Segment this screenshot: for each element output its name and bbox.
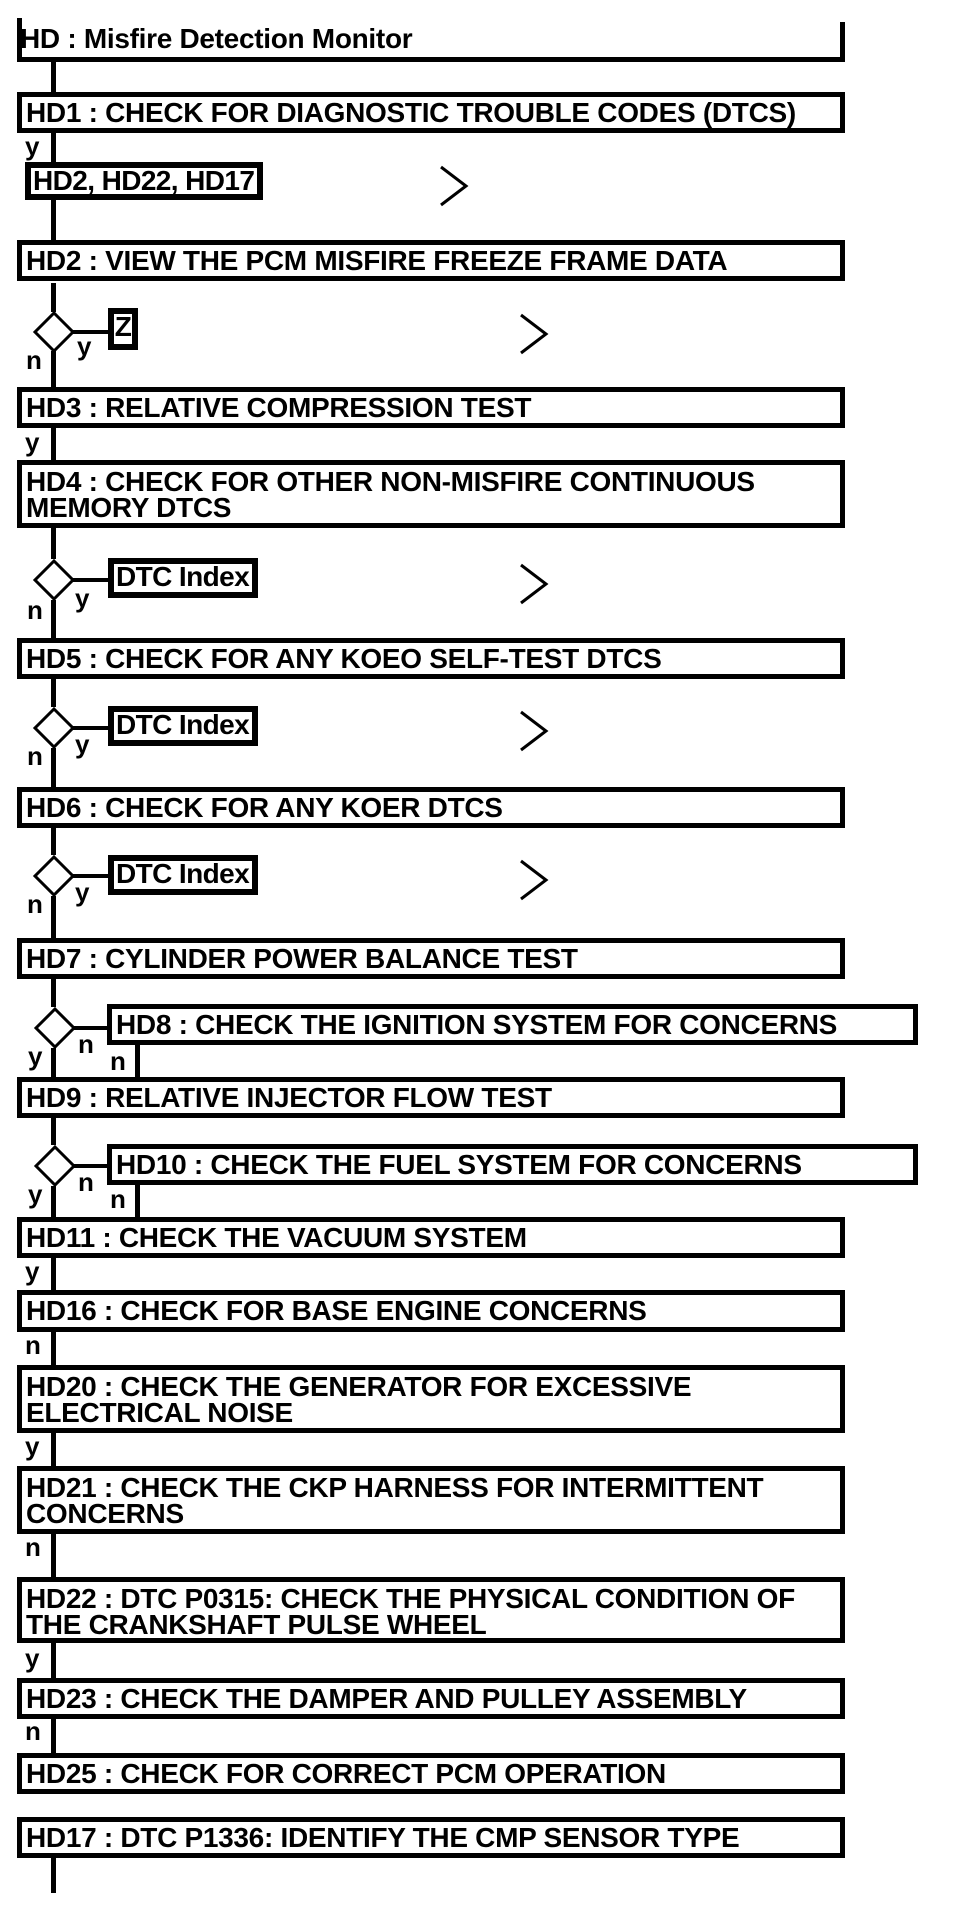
node-hd17[interactable]: HD17 : DTC P1336: IDENTIFY THE CMP SENSO… — [17, 1817, 845, 1858]
node-hd7[interactable]: HD7 : CYLINDER POWER BALANCE TEST — [17, 938, 845, 979]
decision-diamond-icon — [33, 1006, 77, 1050]
node-hd16[interactable]: HD16 : CHECK FOR BASE ENGINE CONCERNS — [17, 1290, 845, 1332]
connector — [51, 828, 56, 855]
continue-chevron-icon[interactable] — [438, 163, 470, 209]
connector — [51, 979, 56, 1007]
connector — [51, 133, 56, 162]
connector — [51, 1433, 56, 1466]
branch-label-y: y — [75, 877, 90, 907]
branch-label-n: n — [27, 741, 43, 771]
connector — [51, 600, 56, 638]
branch-label-n: n — [26, 345, 42, 375]
branch-label-n: n — [25, 1716, 41, 1746]
branch-label-n: n — [78, 1029, 94, 1059]
connector — [51, 1642, 56, 1678]
branch-label-y: y — [75, 583, 90, 613]
continue-chevron-icon[interactable] — [518, 561, 550, 607]
connector — [51, 200, 56, 240]
node-jump-list[interactable]: HD2, HD22, HD17 — [25, 162, 263, 200]
branch-label-n: n — [25, 1532, 41, 1562]
branch-label-y: y — [25, 1256, 40, 1286]
connector — [51, 1534, 56, 1577]
connector — [51, 679, 56, 707]
node-hd5[interactable]: HD5 : CHECK FOR ANY KOEO SELF-TEST DTCS — [17, 638, 845, 679]
connector — [51, 748, 56, 787]
decision-diamond-icon — [32, 310, 76, 354]
branch-label-y: y — [28, 1179, 43, 1209]
node-z-ref[interactable]: Z — [108, 308, 138, 350]
connector — [51, 283, 56, 312]
branch-label-y: y — [25, 1643, 40, 1673]
branch-label-n: n — [78, 1167, 94, 1197]
node-hd21[interactable]: HD21 : CHECK THE CKP HARNESS FOR INTERMI… — [17, 1466, 845, 1534]
connector — [51, 1858, 56, 1893]
branch-label-n: n — [110, 1184, 126, 1214]
node-hd4[interactable]: HD4 : CHECK FOR OTHER NON-MISFIRE CONTIN… — [17, 460, 845, 528]
node-hd2[interactable]: HD2 : VIEW THE PCM MISFIRE FREEZE FRAME … — [17, 240, 845, 281]
node-hd22[interactable]: HD22 : DTC P0315: CHECK THE PHYSICAL CON… — [17, 1577, 845, 1643]
node-dtc-index-ref[interactable]: DTC Index — [108, 706, 258, 746]
branch-label-n: n — [110, 1046, 126, 1076]
branch-line — [73, 1164, 109, 1168]
branch-line — [72, 726, 110, 730]
connector — [51, 1118, 56, 1145]
node-hd1[interactable]: HD1 : CHECK FOR DIAGNOSTIC TROUBLE CODES… — [17, 92, 845, 133]
title-bracket-right — [840, 22, 845, 62]
decision-diamond-icon — [32, 706, 76, 750]
branch-line — [72, 578, 110, 582]
branch-label-n: n — [27, 889, 43, 919]
connector — [51, 528, 56, 559]
node-hd25[interactable]: HD25 : CHECK FOR CORRECT PCM OPERATION — [17, 1753, 845, 1794]
branch-label-y: y — [77, 331, 92, 361]
connector — [51, 57, 56, 92]
connector — [51, 351, 56, 387]
branch-label-y: y — [25, 131, 40, 161]
continue-chevron-icon[interactable] — [518, 708, 550, 754]
branch-line — [73, 1026, 109, 1030]
decision-diamond-icon — [33, 1144, 77, 1188]
branch-line — [72, 330, 110, 334]
connector — [135, 1045, 140, 1077]
node-hd8[interactable]: HD8 : CHECK THE IGNITION SYSTEM FOR CONC… — [107, 1004, 918, 1045]
branch-line — [72, 874, 110, 878]
branch-label-n: n — [27, 595, 43, 625]
node-dtc-index-ref[interactable]: DTC Index — [108, 558, 258, 598]
connector — [51, 1332, 56, 1365]
title-bracket-left — [17, 18, 22, 62]
connector — [135, 1185, 140, 1217]
connector — [51, 896, 56, 938]
connector — [51, 1186, 56, 1217]
connector — [51, 1258, 56, 1290]
node-hd6[interactable]: HD6 : CHECK FOR ANY KOER DTCS — [17, 787, 845, 828]
connector — [51, 1718, 56, 1753]
decision-diamond-icon — [32, 854, 76, 898]
node-hd11[interactable]: HD11 : CHECK THE VACUUM SYSTEM — [17, 1217, 845, 1258]
branch-label-y: y — [25, 1431, 40, 1461]
branch-label-y: y — [28, 1041, 43, 1071]
node-hd20[interactable]: HD20 : CHECK THE GENERATOR FOR EXCESSIVE… — [17, 1365, 845, 1433]
flowchart-title: HD : Misfire Detection Monitor — [20, 23, 413, 54]
node-dtc-index-ref[interactable]: DTC Index — [108, 855, 258, 895]
node-hd23[interactable]: HD23 : CHECK THE DAMPER AND PULLEY ASSEM… — [17, 1678, 845, 1719]
node-hd10[interactable]: HD10 : CHECK THE FUEL SYSTEM FOR CONCERN… — [107, 1144, 918, 1185]
branch-label-n: n — [25, 1330, 41, 1360]
title-underline — [17, 57, 845, 62]
branch-label-y: y — [25, 427, 40, 457]
continue-chevron-icon[interactable] — [518, 857, 550, 903]
decision-diamond-icon — [32, 558, 76, 602]
node-hd3[interactable]: HD3 : RELATIVE COMPRESSION TEST — [17, 387, 845, 428]
connector — [51, 428, 56, 460]
connector — [51, 1048, 56, 1077]
continue-chevron-icon[interactable] — [518, 311, 550, 357]
branch-label-y: y — [75, 729, 90, 759]
node-hd9[interactable]: HD9 : RELATIVE INJECTOR FLOW TEST — [17, 1077, 845, 1118]
